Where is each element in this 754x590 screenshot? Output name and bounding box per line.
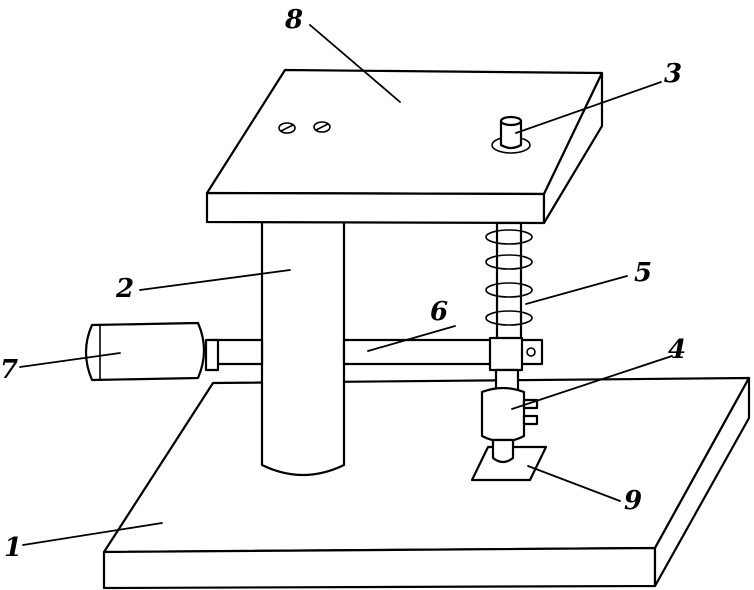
base-plate <box>102 376 751 590</box>
label-rod: 6 <box>430 297 448 327</box>
column <box>260 220 346 477</box>
top-plate <box>205 68 604 225</box>
part-labels: 1 2 3 4 5 6 7 8 9 <box>0 5 686 563</box>
label-motor: 7 <box>0 355 18 385</box>
label-workpiece: 9 <box>624 486 642 516</box>
label-top-plate: 8 <box>284 5 303 35</box>
spring <box>485 229 533 326</box>
motor <box>84 321 220 382</box>
label-tool-head: 4 <box>668 335 686 365</box>
label-base-plate: 1 <box>4 533 22 563</box>
label-spring: 5 <box>634 258 652 288</box>
spindle <box>495 221 523 343</box>
label-column: 2 <box>115 274 134 304</box>
pin <box>491 115 531 154</box>
screw-holes <box>278 121 331 134</box>
workpiece <box>470 438 548 482</box>
label-pin: 3 <box>664 59 682 89</box>
leader-lines <box>19 24 673 546</box>
